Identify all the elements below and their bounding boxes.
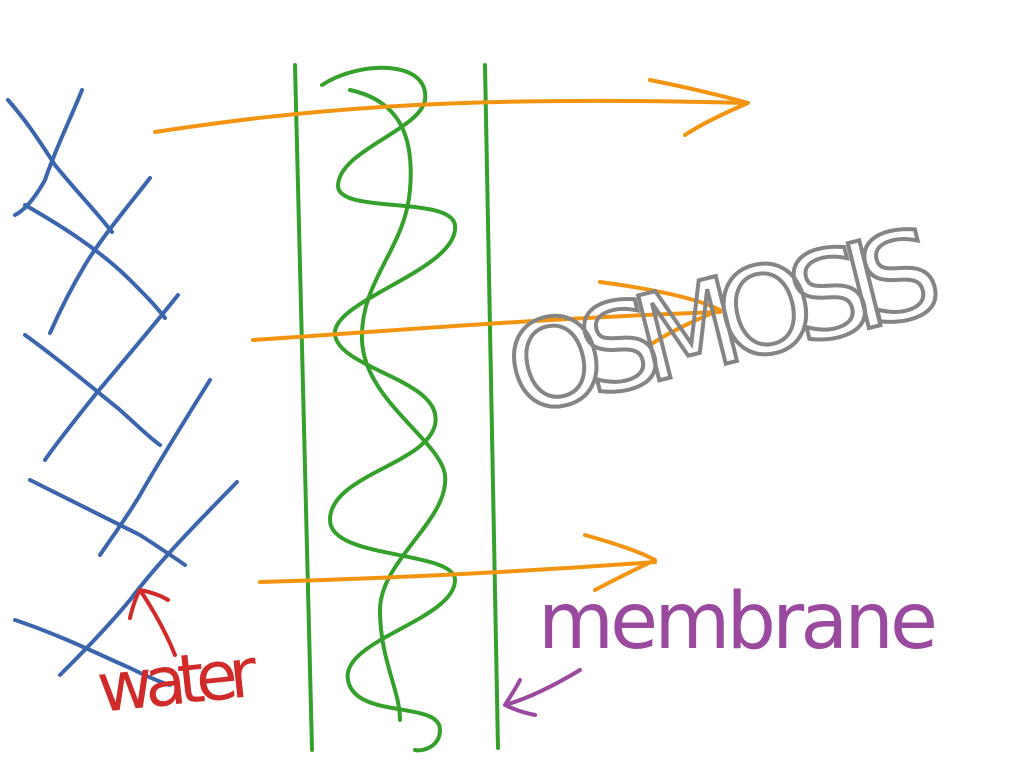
water-pointer-arrow [128, 588, 177, 657]
lattice-line [23, 203, 167, 320]
lattice-line [28, 478, 187, 567]
lattice-line [13, 88, 84, 217]
membrane-label: membrane [538, 577, 938, 667]
lattice-line [6, 98, 114, 234]
membrane-pointer-arrow [503, 668, 582, 717]
membrane [293, 63, 500, 753]
membrane-wave [320, 65, 458, 753]
lattice-line [13, 618, 172, 687]
arrow-middle [251, 280, 722, 347]
title-osmosis: OSMOSIS [493, 202, 954, 443]
arrow-top [153, 78, 750, 137]
membrane-wall-left [293, 63, 314, 752]
membrane-wave [348, 88, 448, 722]
flow-arrows [153, 78, 750, 592]
water-lattice [6, 88, 239, 687]
water-label: water [94, 634, 261, 729]
lattice-line [98, 378, 212, 557]
membrane-wall-right [483, 63, 500, 750]
lattice-line [43, 293, 180, 462]
lattice-line [58, 480, 239, 677]
lattice-line [48, 176, 152, 335]
arrow-bottom [258, 533, 657, 592]
lattice-line [23, 333, 162, 447]
